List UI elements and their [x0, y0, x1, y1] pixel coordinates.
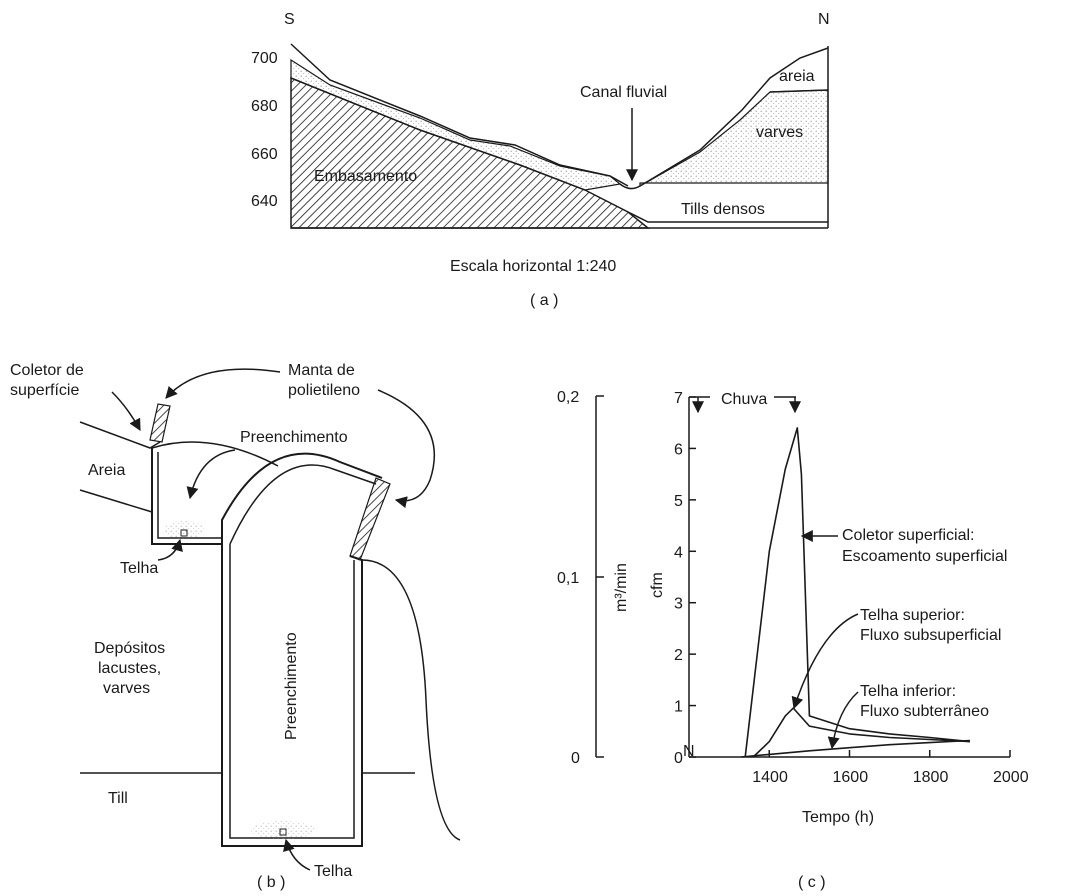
- label-tills-densos: Tills densos: [681, 201, 765, 218]
- y-tick-label: 1: [674, 699, 683, 716]
- panel-a-cross-section: S N 700 680 660 640 areia varves Embasam…: [251, 11, 830, 309]
- label-manta-line1: Manta de: [288, 362, 355, 379]
- caption-b: ( b ): [257, 874, 285, 891]
- label-till: Till: [108, 790, 128, 807]
- caption-c: ( c ): [798, 874, 826, 891]
- label-areia-a: areia: [779, 68, 815, 85]
- label-preenchimento-vertical: Preenchimento: [283, 632, 300, 740]
- label-depositos-line2: lacustes,: [98, 660, 161, 677]
- scale-label: Escala horizontal 1:240: [450, 258, 616, 275]
- y-tick-label: 3: [674, 596, 683, 613]
- gravel-lower: [251, 821, 315, 839]
- y2-tick-label: 0,2: [557, 389, 579, 406]
- x-tick-label: 1400: [752, 769, 788, 786]
- upper-trench-outer: [151, 448, 222, 545]
- deep-trench-outer: [221, 544, 363, 847]
- y-tick-label: 7: [674, 390, 683, 407]
- annotation-telha-inf-line1: Telha inferior:: [860, 683, 956, 700]
- label-canal-fluvial: Canal fluvial: [580, 84, 667, 101]
- y-tick-label: 5: [674, 493, 683, 510]
- panel-b-drain-section: Coletor de superfície Manta de polietile…: [10, 362, 461, 891]
- label-embasamento: Embasamento: [314, 168, 417, 185]
- polyethylene-sheet-side: [349, 477, 391, 561]
- panel-c-hydrograph: 0,2 0,1 0 m³/min cfm 0 1 2 3 4 5 6 7 1400 1600 180…: [557, 389, 1029, 891]
- rain-label: Chuva: [721, 391, 767, 408]
- x-axis-title: Tempo (h): [802, 809, 874, 826]
- label-varves: varves: [756, 124, 803, 141]
- y-tick-label: 4: [674, 544, 683, 561]
- x-tick-label: 1800: [913, 769, 949, 786]
- hydrograph-plot: 0 1 2 3 4 5 6 7 1400 1600 1800 2000: [674, 390, 1029, 786]
- ground-line-upper: [79, 421, 161, 449]
- label-coletor-line2: superfície: [10, 382, 79, 399]
- compass-south: S: [284, 11, 295, 28]
- y-tick-label: 6: [674, 441, 683, 458]
- elev-tick-640: 640: [251, 193, 278, 210]
- series-line-1: [744, 427, 970, 758]
- annotation-telha-inf-line2: Fluxo subterrâneo: [860, 703, 989, 720]
- upper-trench-inner: [157, 452, 222, 539]
- compass-north: N: [818, 11, 830, 28]
- elev-tick-660: 660: [251, 146, 278, 163]
- sand-surface: [151, 441, 279, 467]
- sand-varves-contact: [769, 89, 829, 93]
- annotation-telha-sup-arrow: [791, 613, 859, 710]
- surface-collector-strip: [149, 403, 171, 443]
- preenchimento-arrow: [186, 449, 236, 500]
- x-tick-label: 1600: [833, 769, 869, 786]
- ground-surface-north: [639, 47, 829, 187]
- label-areia-b: Areia: [88, 462, 125, 479]
- right-slope: [361, 559, 461, 841]
- ground-surface-south: [290, 43, 629, 187]
- caption-a: ( a ): [530, 292, 558, 309]
- elev-tick-680: 680: [251, 98, 278, 115]
- manta-arrow-left: [165, 368, 281, 399]
- series-line-2: [752, 707, 970, 758]
- telha-top-arrow: [157, 538, 183, 561]
- x-origin-label: N: [683, 743, 695, 760]
- label-telha-bottom: Telha: [314, 863, 352, 880]
- y-tick-label: 0: [674, 750, 683, 767]
- cap-outer: [221, 452, 383, 544]
- annotation-telha-inf-arrow: [827, 691, 859, 750]
- annotation-coletor-line1: Coletor superficial:: [842, 527, 975, 544]
- y-axis-title: cfm: [649, 572, 666, 598]
- channel-bed: [619, 183, 641, 190]
- x-tick-label: 2000: [993, 769, 1029, 786]
- y2-tick-label: 0: [571, 750, 580, 767]
- label-preenchimento-top: Preenchimento: [240, 429, 348, 446]
- telha-bottom-arrow: [283, 838, 311, 871]
- coletor-arrow: [111, 391, 141, 432]
- label-depositos-line3: varves: [103, 680, 150, 697]
- annotation-telha-sup-line1: Telha superior:: [860, 607, 965, 624]
- gravel-upper: [164, 521, 204, 539]
- annotation-coletor-line2: Escoamento superficial: [842, 548, 1007, 565]
- ground-line-lower: [79, 489, 153, 513]
- annotation-telha-sup-line2: Fluxo subsuperficial: [860, 627, 1001, 644]
- label-manta-line2: polietileno: [288, 382, 360, 399]
- label-coletor-line1: Coletor de: [10, 362, 84, 379]
- y-tick-label: 2: [674, 647, 683, 664]
- label-depositos-line1: Depósitos: [94, 640, 165, 657]
- elev-tick-700: 700: [251, 50, 278, 67]
- label-telha-top: Telha: [120, 560, 158, 577]
- y2-tick-label: 0,1: [557, 570, 579, 587]
- manta-arrow-right: [377, 389, 435, 509]
- series-line-3: [741, 739, 970, 758]
- tills-top-line: [627, 211, 828, 223]
- y2-axis-title: m³/min: [613, 563, 630, 612]
- cap-inner: [229, 464, 377, 545]
